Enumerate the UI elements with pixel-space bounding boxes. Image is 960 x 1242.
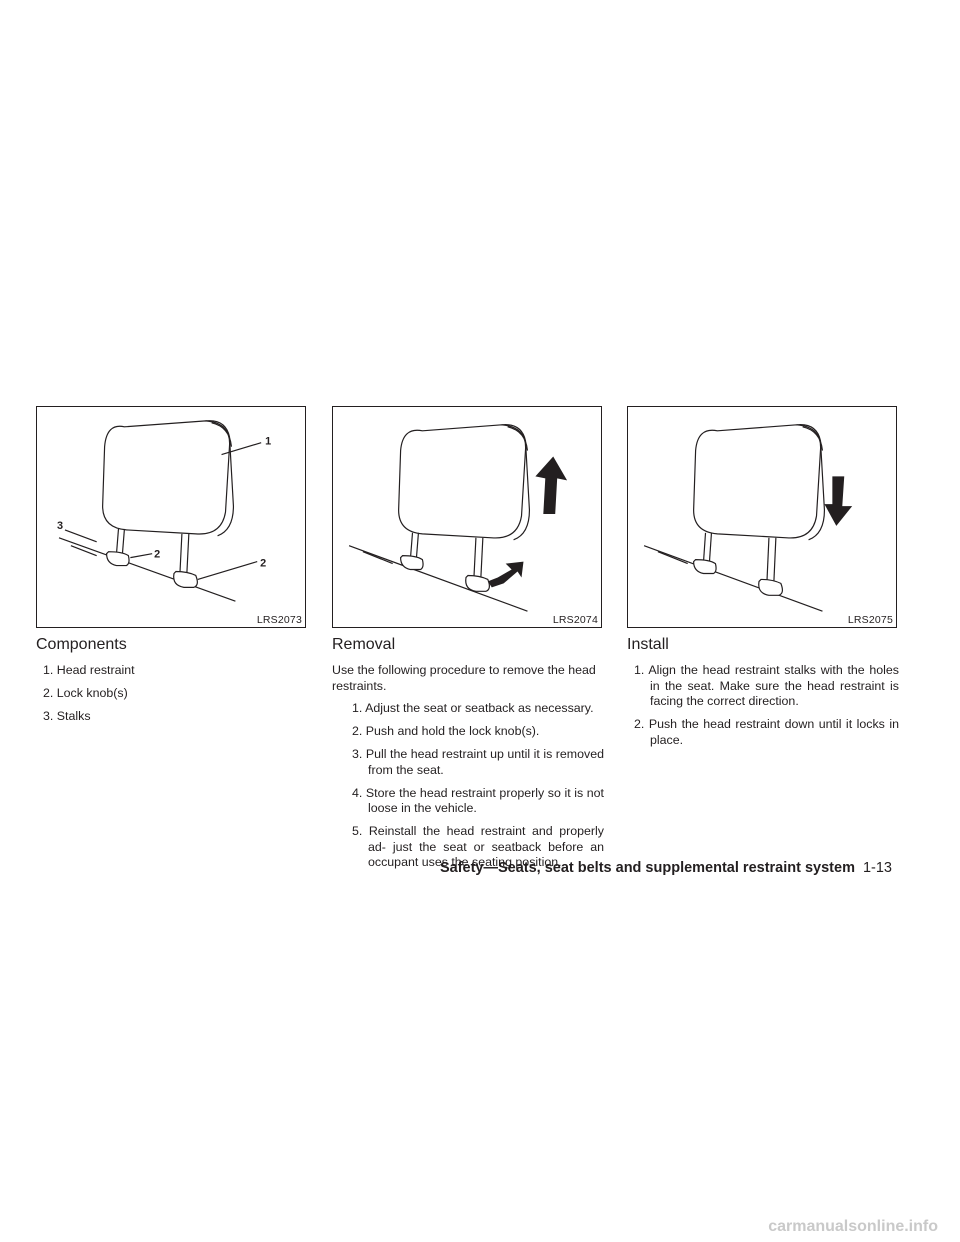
list-item: 1. Adjust the seat or seatback as necess… — [352, 701, 594, 715]
list-item: 1. Align the head restraint stalks with … — [634, 663, 899, 708]
list-item: 2. Lock knob(s) — [43, 686, 128, 700]
install-section: Install 1. Align the head restraint stal… — [627, 636, 899, 756]
components-section: Components 1. Head restraint 2. Lock kno… — [36, 636, 308, 732]
watermark: carmanualsonline.info — [768, 1218, 938, 1235]
list-item: 5. Reinstall the head restraint and prop… — [352, 824, 604, 869]
removal-intro: Use the following procedure to remove th… — [332, 663, 596, 693]
up-arrow-icon — [535, 456, 568, 515]
install-steps: 1. Align the head restraint stalks with … — [627, 663, 899, 748]
figure-code: LRS2074 — [552, 614, 598, 626]
push-arrow-icon — [487, 561, 524, 588]
list-item: 1. Head restraint — [43, 663, 135, 677]
list-item: 2. Push and hold the lock knob(s). — [352, 724, 540, 738]
removal-steps: 1. Adjust the seat or seatback as necess… — [332, 701, 604, 871]
components-heading: Components — [36, 636, 127, 653]
list-item: 2. Push the head restraint down until it… — [634, 717, 899, 747]
head-restraint-illustration: 1 2 2 3 — [57, 420, 271, 602]
callout-2b: 2 — [260, 558, 266, 570]
figure-code: LRS2073 — [256, 614, 302, 626]
down-arrow-icon — [824, 476, 853, 526]
components-list: 1. Head restraint 2. Lock knob(s) 3. Sta… — [36, 663, 308, 725]
page-footer: Safety—Seats, seat belts and supplementa… — [440, 860, 892, 876]
head-restraint-removal-illustration — [348, 424, 568, 612]
callout-1: 1 — [265, 436, 271, 448]
page-number: 1-13 — [862, 860, 892, 876]
removal-heading: Removal — [332, 636, 396, 653]
figure-components: 1 2 2 3 LRS2073 — [36, 406, 306, 628]
figure-removal: LRS2074 — [332, 406, 602, 628]
head-restraint-install-illustration — [643, 424, 853, 612]
callout-2a: 2 — [154, 549, 160, 561]
figure-code: LRS2075 — [847, 614, 893, 626]
list-item: 3. Pull the head restraint up until it i… — [352, 747, 604, 777]
footer-section-title: Safety—Seats, seat belts and supplementa… — [439, 860, 855, 876]
list-item: 4. Store the head restraint properly so … — [352, 785, 604, 816]
callout-3: 3 — [57, 520, 63, 532]
list-item: 3. Stalks — [43, 709, 91, 723]
removal-section: Removal Use the following procedure to r… — [332, 636, 604, 878]
figure-install: LRS2075 — [627, 406, 897, 628]
install-heading: Install — [627, 636, 669, 653]
